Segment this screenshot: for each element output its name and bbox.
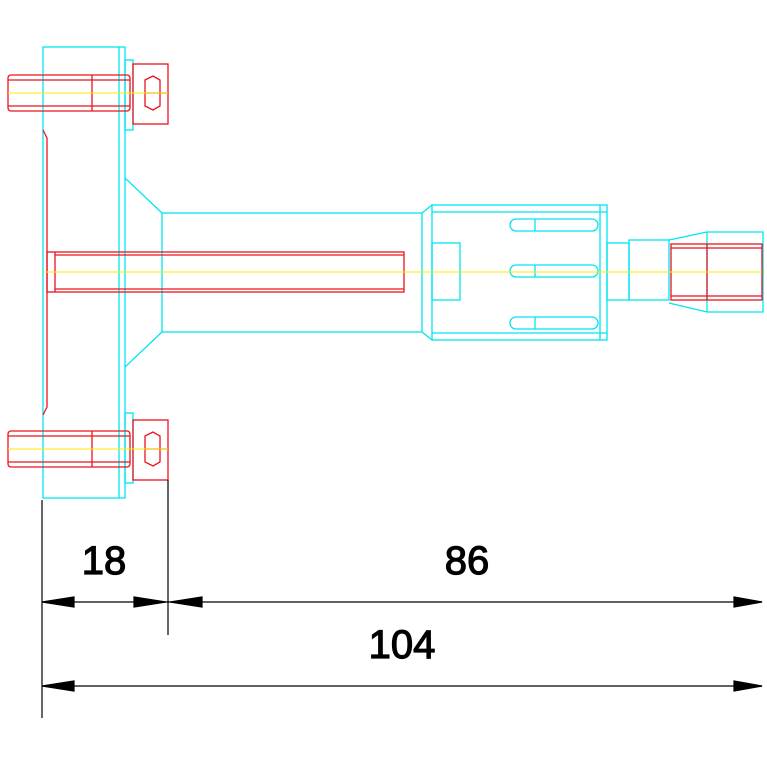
arrow-extension-right bbox=[733, 596, 763, 608]
dim-text-extension: 86 bbox=[445, 539, 490, 583]
body-step bbox=[421, 204, 433, 214]
dim-text-flange: 18 bbox=[82, 539, 127, 583]
bolt-top-socket bbox=[144, 75, 161, 111]
neck-collar bbox=[628, 239, 670, 301]
body-step-lower bbox=[421, 331, 433, 341]
bolt-top-head bbox=[132, 63, 169, 125]
taper-upper bbox=[124, 177, 163, 214]
bolt-bottom-socket bbox=[144, 431, 161, 467]
bolt-head-top-outline bbox=[124, 59, 134, 131]
bolt-top bbox=[7, 63, 169, 125]
bolt-bottom bbox=[7, 419, 169, 481]
nozzle-outline bbox=[668, 231, 764, 313]
arrow-overall-right bbox=[733, 680, 763, 692]
slot-top bbox=[509, 218, 599, 232]
slot-bottom bbox=[509, 316, 599, 330]
arrow-extension-left bbox=[169, 596, 203, 608]
dimensions: 18 86 104 bbox=[41, 480, 763, 718]
arrow-overall-left bbox=[41, 680, 75, 692]
slot-middle bbox=[509, 264, 599, 278]
centerlines bbox=[8, 92, 762, 450]
arrow-flange-right bbox=[133, 596, 167, 608]
bolt-bottom-head bbox=[132, 419, 169, 481]
bolt-head-bottom-outline bbox=[124, 412, 134, 484]
arrow-flange-left bbox=[41, 596, 75, 608]
dim-text-overall: 104 bbox=[369, 623, 436, 667]
taper-lower bbox=[124, 331, 163, 368]
